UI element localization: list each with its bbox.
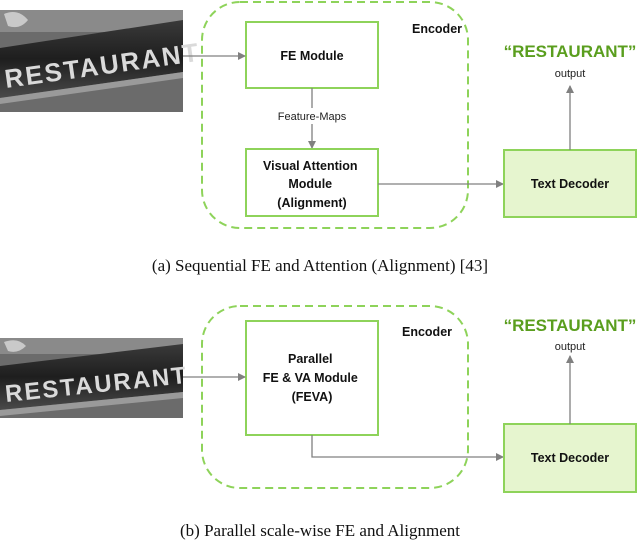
restaurant-sign-photo-icon: RESTAURANT [0,338,189,418]
output-label: output [555,341,586,353]
encoder-label: Encoder [412,22,462,36]
feature-maps-label: Feature-Maps [278,111,347,123]
visual-attention-module-label: Visual Attention Module (Alignment) [263,159,361,210]
feva-to-decoder-arrow [311,435,504,461]
text-decoder-label: Text Decoder [531,177,609,191]
feva-module-label: Parallel FE & VA Module (FEVA) [263,352,362,404]
feva-module-box [245,320,379,436]
encoder-label: Encoder [402,325,452,339]
panel-a: RESTAURANT Encoder FE Module Feature-Map… [0,1,637,275]
visual-attention-module-box [245,148,379,217]
fe-module-label: FE Module [280,49,343,63]
encoder-container [201,1,469,229]
text-decoder-label: Text Decoder [531,451,609,465]
output-quote: “RESTAURANT” [504,316,637,335]
restaurant-sign-photo-icon: RESTAURANT [0,10,202,112]
output-label: output [555,68,586,80]
encoder-container [201,305,469,489]
output-quote: “RESTAURANT” [504,42,637,61]
text-decoder-box [503,423,637,493]
caption-b: (b) Parallel scale-wise FE and Alignment [180,521,460,540]
caption-a: (a) Sequential FE and Attention (Alignme… [152,256,488,275]
panel-b: RESTAURANT Encoder Parallel FE & VA Modu… [0,305,637,540]
